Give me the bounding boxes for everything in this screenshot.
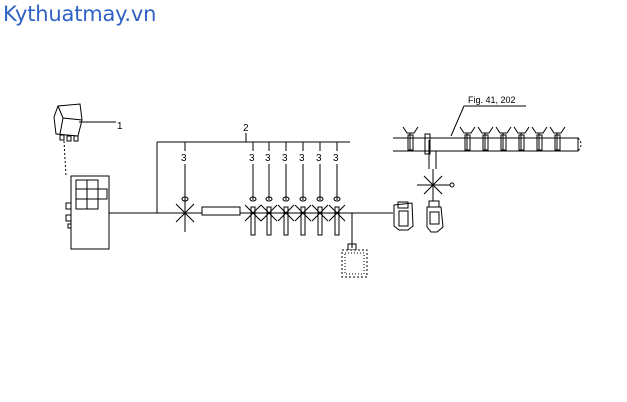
valve-nozzle — [260, 196, 278, 236]
valve-nozzle — [175, 196, 195, 232]
site-watermark: Kythuatmay.vn — [3, 2, 157, 26]
callout-3: 3 — [282, 153, 288, 164]
manifold-valve — [417, 169, 455, 201]
hand-unit — [426, 200, 444, 233]
filter-block — [201, 206, 241, 216]
valve-nozzle — [294, 196, 312, 236]
control-cabinet — [65, 175, 110, 250]
manifold-fittings — [402, 126, 566, 151]
callout-3: 3 — [333, 153, 339, 164]
callout-3: 3 — [299, 153, 305, 164]
drain-tank — [341, 213, 368, 278]
valve-nozzle — [244, 196, 262, 236]
group-bracket: 2 — [156, 123, 350, 213]
valve-nozzle — [277, 196, 295, 236]
valve-nozzle — [311, 196, 329, 236]
power-unit: 1 — [53, 103, 123, 177]
manifold-assembly: Fig. 41, 202 — [393, 95, 582, 233]
pressure-gauge — [393, 201, 414, 231]
callout-2: 2 — [243, 123, 249, 134]
figure-reference: Fig. 41, 202 — [468, 95, 516, 105]
valve-nozzles — [175, 196, 346, 236]
callout-3: 3 — [265, 153, 271, 164]
part-callouts: 3 3 3 3 3 3 3 — [181, 153, 339, 200]
valve-nozzle — [328, 196, 346, 236]
callout-3: 3 — [181, 153, 187, 164]
callout-3: 3 — [249, 153, 255, 164]
callout-3: 3 — [316, 153, 322, 164]
callout-1: 1 — [117, 121, 123, 132]
